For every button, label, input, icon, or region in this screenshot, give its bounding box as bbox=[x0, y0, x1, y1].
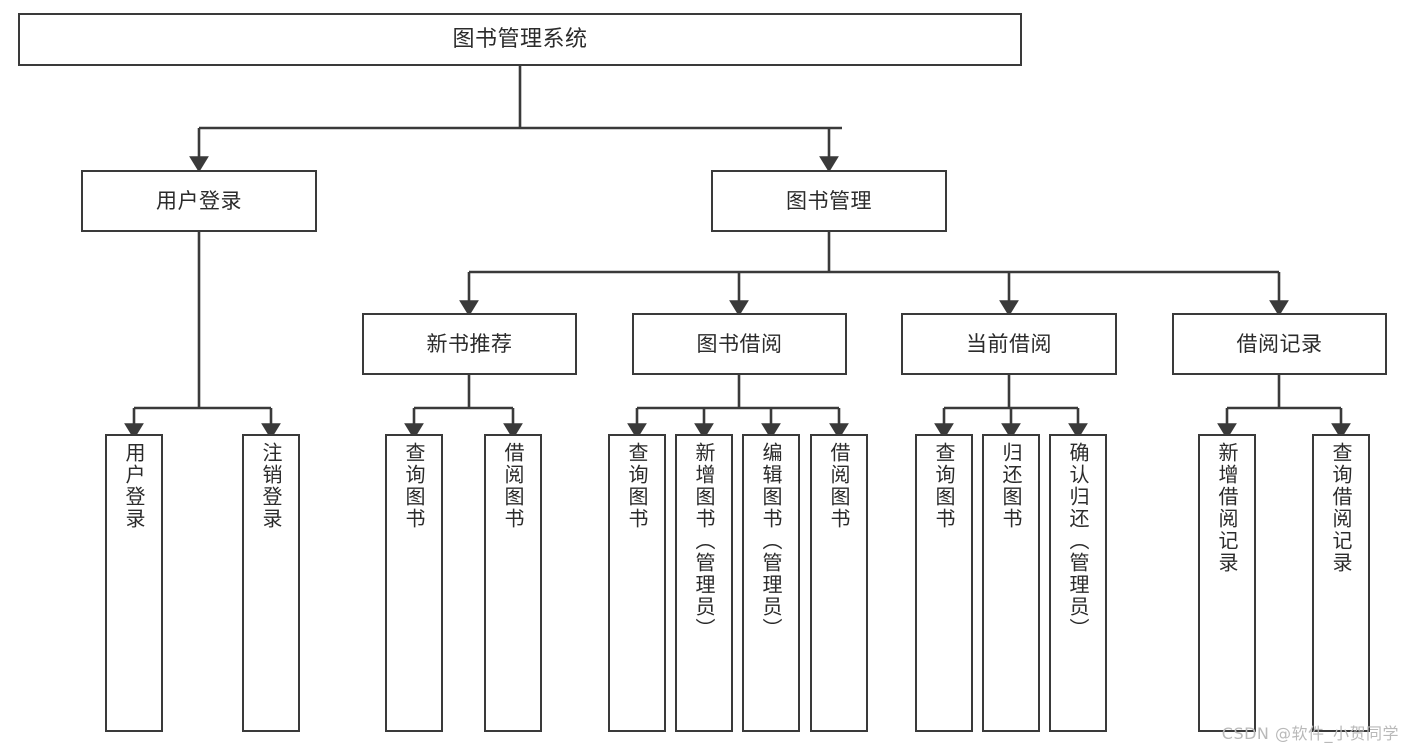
node-label: 图书借阅 bbox=[696, 331, 783, 356]
leaf-borrow-record-add[interactable]: 新增借阅记录 bbox=[1198, 434, 1256, 732]
node-label: 查询图书 bbox=[402, 442, 426, 530]
node-label: 查询借阅记录 bbox=[1329, 442, 1353, 574]
leaf-user-login-login[interactable]: 用户登录 bbox=[105, 434, 163, 732]
leaf-borrow-record-query[interactable]: 查询借阅记录 bbox=[1312, 434, 1370, 732]
node-label: 图书管理 bbox=[786, 188, 872, 213]
node-user-login[interactable]: 用户登录 bbox=[81, 170, 317, 232]
node-label: 借阅图书 bbox=[501, 442, 525, 530]
leaf-new-book-borrow[interactable]: 借阅图书 bbox=[484, 434, 542, 732]
node-borrow-record[interactable]: 借阅记录 bbox=[1172, 313, 1387, 375]
leaf-current-borrow-return[interactable]: 归还图书 bbox=[982, 434, 1040, 732]
node-label: 图书管理系统 bbox=[452, 26, 588, 52]
leaf-current-borrow-query[interactable]: 查询图书 bbox=[915, 434, 973, 732]
node-label: 新增图书（管理员） bbox=[692, 442, 716, 640]
node-label: 查询图书 bbox=[932, 442, 956, 530]
node-label: 当前借阅 bbox=[966, 331, 1052, 356]
leaf-book-borrow-borrow[interactable]: 借阅图书 bbox=[810, 434, 868, 732]
node-label: 确认归还（管理员） bbox=[1066, 442, 1090, 640]
leaf-current-borrow-confirm-return[interactable]: 确认归还（管理员） bbox=[1049, 434, 1107, 732]
node-label: 查询图书 bbox=[625, 442, 649, 530]
node-label: 用户登录 bbox=[156, 188, 242, 213]
node-label: 借阅图书 bbox=[827, 442, 851, 530]
node-book-management[interactable]: 图书管理 bbox=[711, 170, 947, 232]
node-new-book-recommend[interactable]: 新书推荐 bbox=[362, 313, 577, 375]
node-label: 新书推荐 bbox=[426, 331, 513, 356]
node-label: 归还图书 bbox=[999, 442, 1023, 530]
leaf-book-borrow-query[interactable]: 查询图书 bbox=[608, 434, 666, 732]
leaf-book-borrow-edit[interactable]: 编辑图书（管理员） bbox=[742, 434, 800, 732]
leaf-user-login-logout[interactable]: 注销登录 bbox=[242, 434, 300, 732]
leaf-new-book-query[interactable]: 查询图书 bbox=[385, 434, 443, 732]
leaf-book-borrow-add[interactable]: 新增图书（管理员） bbox=[675, 434, 733, 732]
node-current-borrow[interactable]: 当前借阅 bbox=[901, 313, 1117, 375]
node-book-borrow[interactable]: 图书借阅 bbox=[632, 313, 847, 375]
node-label: 编辑图书（管理员） bbox=[759, 442, 783, 640]
node-label: 用户登录 bbox=[122, 442, 146, 530]
node-root-system[interactable]: 图书管理系统 bbox=[18, 13, 1022, 66]
node-label: 新增借阅记录 bbox=[1215, 442, 1239, 574]
node-label: 借阅记录 bbox=[1236, 331, 1323, 356]
csdn-watermark: CSDN @软件_小贺同学 bbox=[1221, 724, 1399, 743]
node-label: 注销登录 bbox=[259, 442, 283, 530]
